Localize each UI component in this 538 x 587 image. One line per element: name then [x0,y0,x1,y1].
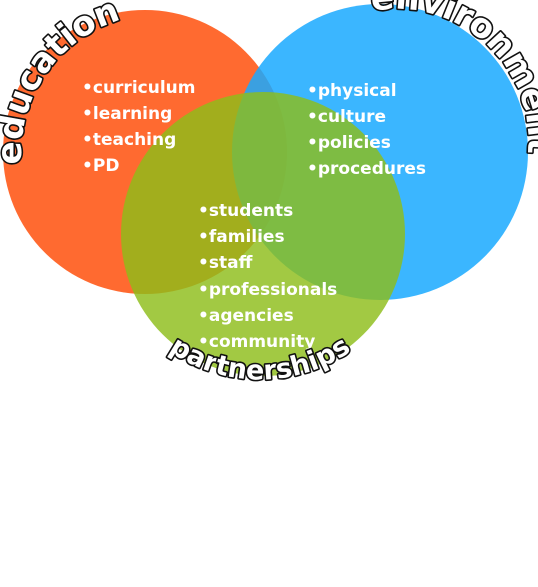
partnerships-item: •community [198,332,315,352]
education-item: •learning [82,104,172,124]
environment-item: •procedures [307,159,426,179]
environment-list: •physical •culture •policies •procedures [307,81,426,179]
partnerships-list: •students •families •staff •professional… [198,201,337,352]
education-item: •curriculum [82,78,195,98]
partnerships-item: •staff [198,253,253,273]
environment-item: •culture [307,107,386,127]
education-item: •teaching [82,130,176,150]
education-list: •curriculum •learning •teaching •PD [82,78,195,176]
partnerships-item: •students [198,201,293,221]
partnerships-item: •professionals [198,280,337,300]
partnerships-item: •agencies [198,306,294,326]
partnerships-circle [121,92,405,376]
circle-group [3,4,528,376]
partnerships-item: •families [198,227,285,247]
education-item: •PD [82,156,119,176]
environment-item: •policies [307,133,391,153]
environment-item: •physical [307,81,397,101]
